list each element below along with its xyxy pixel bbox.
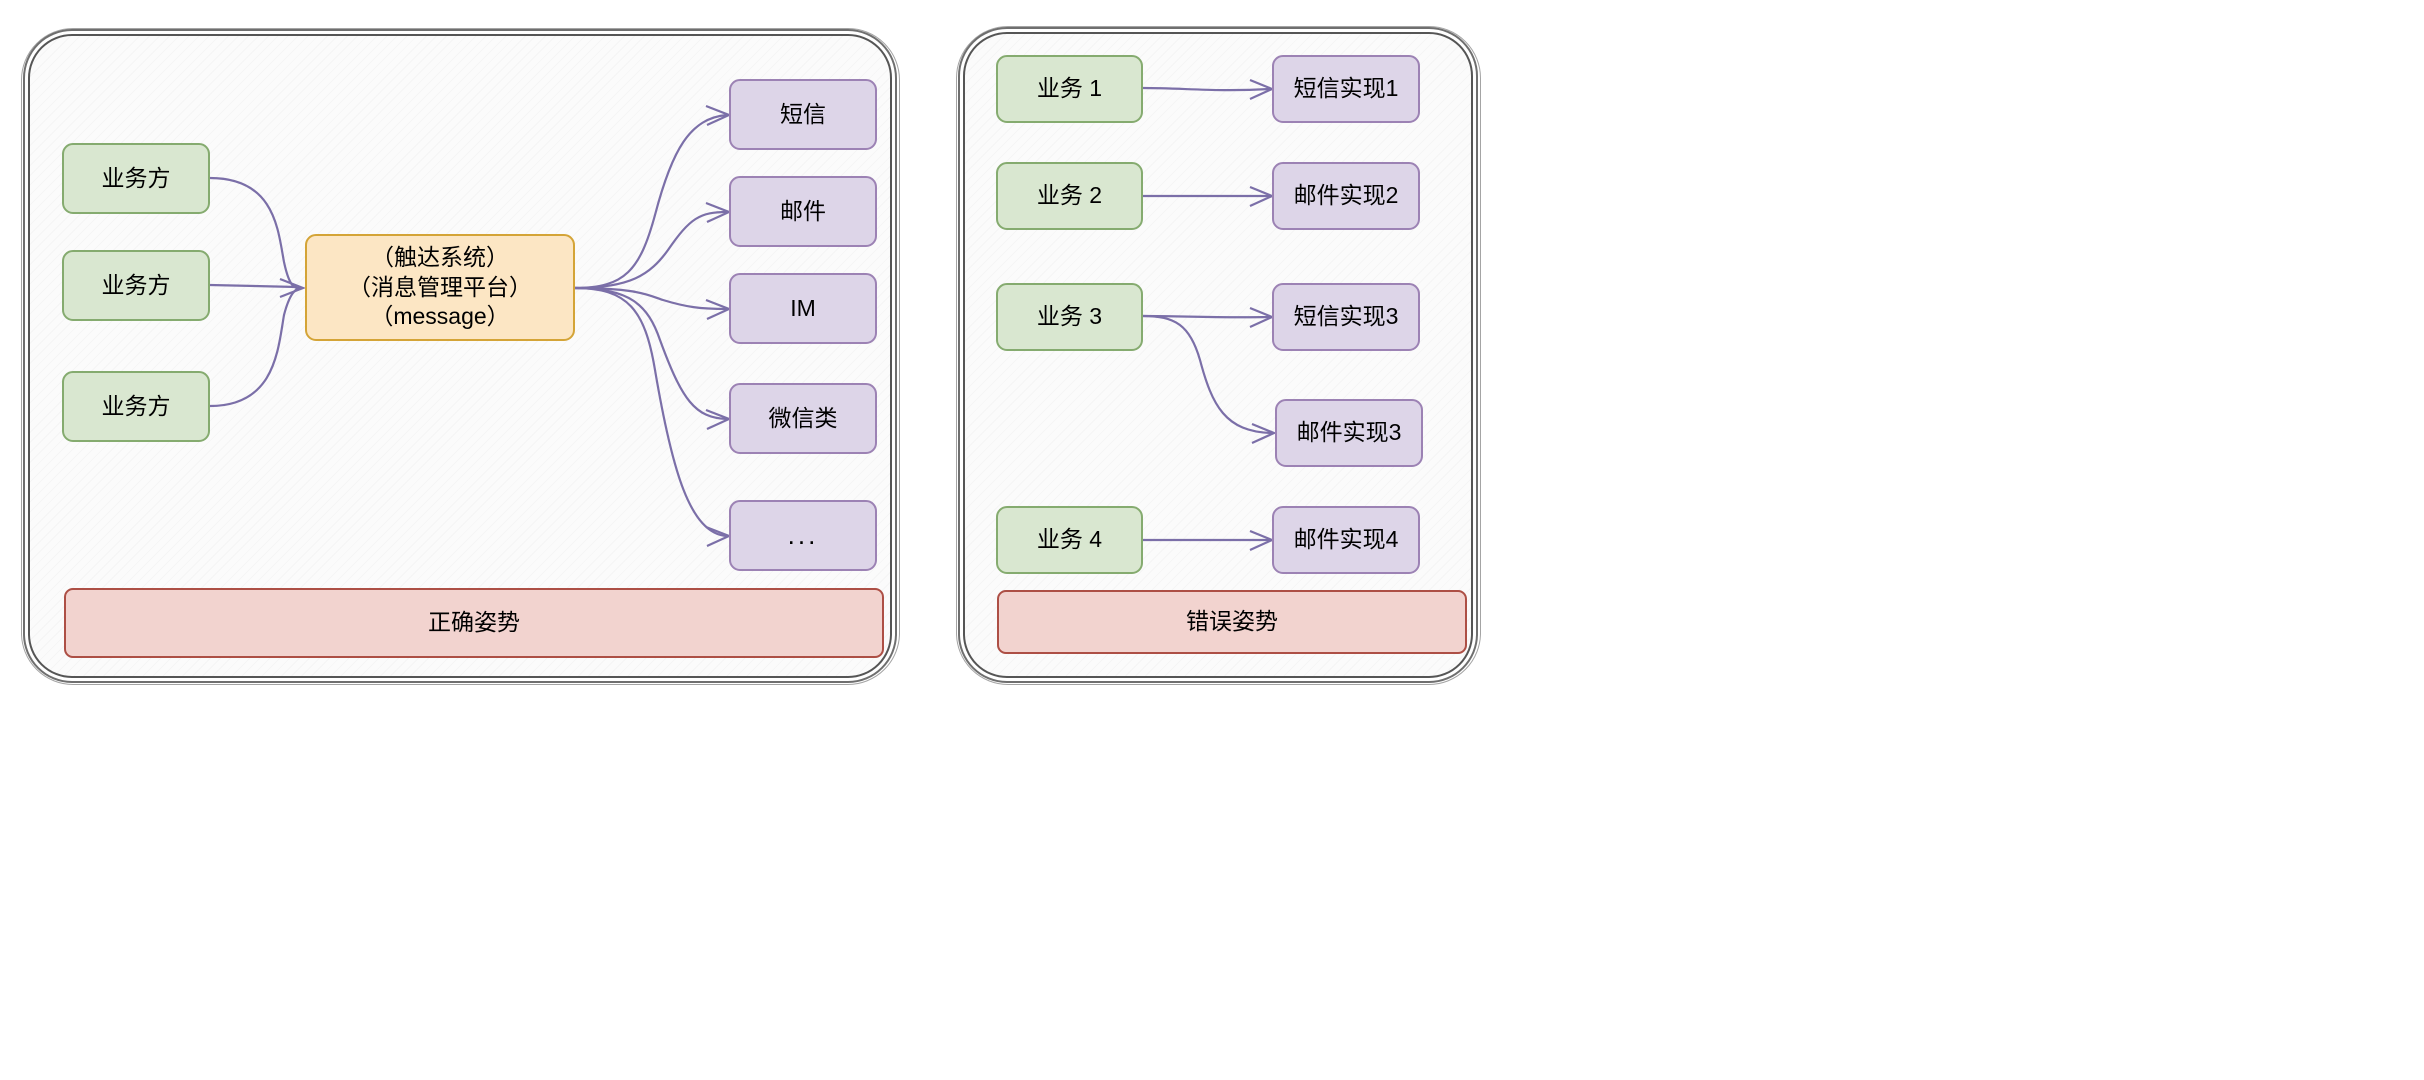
- producer-box-2[interactable]: 业务方: [62, 250, 210, 321]
- producer-box-1[interactable]: 业务方: [62, 143, 210, 214]
- business-box-3[interactable]: 业务 3: [996, 283, 1143, 351]
- impl-label: 邮件实现2: [1293, 182, 1399, 209]
- producer-label: 业务方: [101, 392, 171, 419]
- producer-label: 业务方: [101, 164, 171, 191]
- producer-box-3[interactable]: 业务方: [62, 371, 210, 442]
- hub-line-3: （message）: [370, 303, 510, 330]
- channel-label: IM: [790, 294, 816, 321]
- business-label: 业务 4: [1036, 526, 1103, 553]
- channel-label: 邮件: [780, 197, 826, 224]
- hub-line-1: （触达系统）: [371, 244, 509, 271]
- impl-box-email-4[interactable]: 邮件实现4: [1272, 506, 1420, 574]
- business-label: 业务 3: [1036, 303, 1103, 330]
- right-panel-wrong: [956, 26, 1481, 685]
- business-label: 业务 1: [1036, 75, 1103, 102]
- channel-box-sms[interactable]: 短信: [729, 79, 877, 150]
- banner-label: 错误姿势: [1186, 608, 1278, 635]
- channel-box-im[interactable]: IM: [729, 273, 877, 344]
- channel-label: ...: [787, 519, 819, 550]
- impl-box-sms-3[interactable]: 短信实现3: [1272, 283, 1420, 351]
- impl-box-email-3[interactable]: 邮件实现3: [1275, 399, 1423, 467]
- banner-correct: 正确姿势: [64, 588, 884, 658]
- business-label: 业务 2: [1036, 182, 1103, 209]
- impl-label: 邮件实现3: [1296, 419, 1402, 446]
- banner-wrong: 错误姿势: [997, 590, 1467, 654]
- hub-line-2: （消息管理平台）: [348, 273, 532, 300]
- business-box-1[interactable]: 业务 1: [996, 55, 1143, 123]
- channel-box-more[interactable]: ...: [729, 500, 877, 571]
- impl-label: 短信实现1: [1293, 75, 1399, 102]
- banner-label: 正确姿势: [428, 609, 520, 636]
- business-box-2[interactable]: 业务 2: [996, 162, 1143, 230]
- impl-label: 邮件实现4: [1293, 526, 1399, 553]
- producer-label: 业务方: [101, 271, 171, 298]
- impl-label: 短信实现3: [1293, 303, 1399, 330]
- channel-label: 短信: [780, 100, 826, 127]
- hub-message-platform[interactable]: （触达系统） （消息管理平台） （message）: [305, 234, 575, 341]
- channel-box-wechat[interactable]: 微信类: [729, 383, 877, 454]
- impl-box-sms-1[interactable]: 短信实现1: [1272, 55, 1420, 123]
- channel-box-email[interactable]: 邮件: [729, 176, 877, 247]
- impl-box-email-2[interactable]: 邮件实现2: [1272, 162, 1420, 230]
- business-box-4[interactable]: 业务 4: [996, 506, 1143, 574]
- channel-label: 微信类: [768, 404, 838, 431]
